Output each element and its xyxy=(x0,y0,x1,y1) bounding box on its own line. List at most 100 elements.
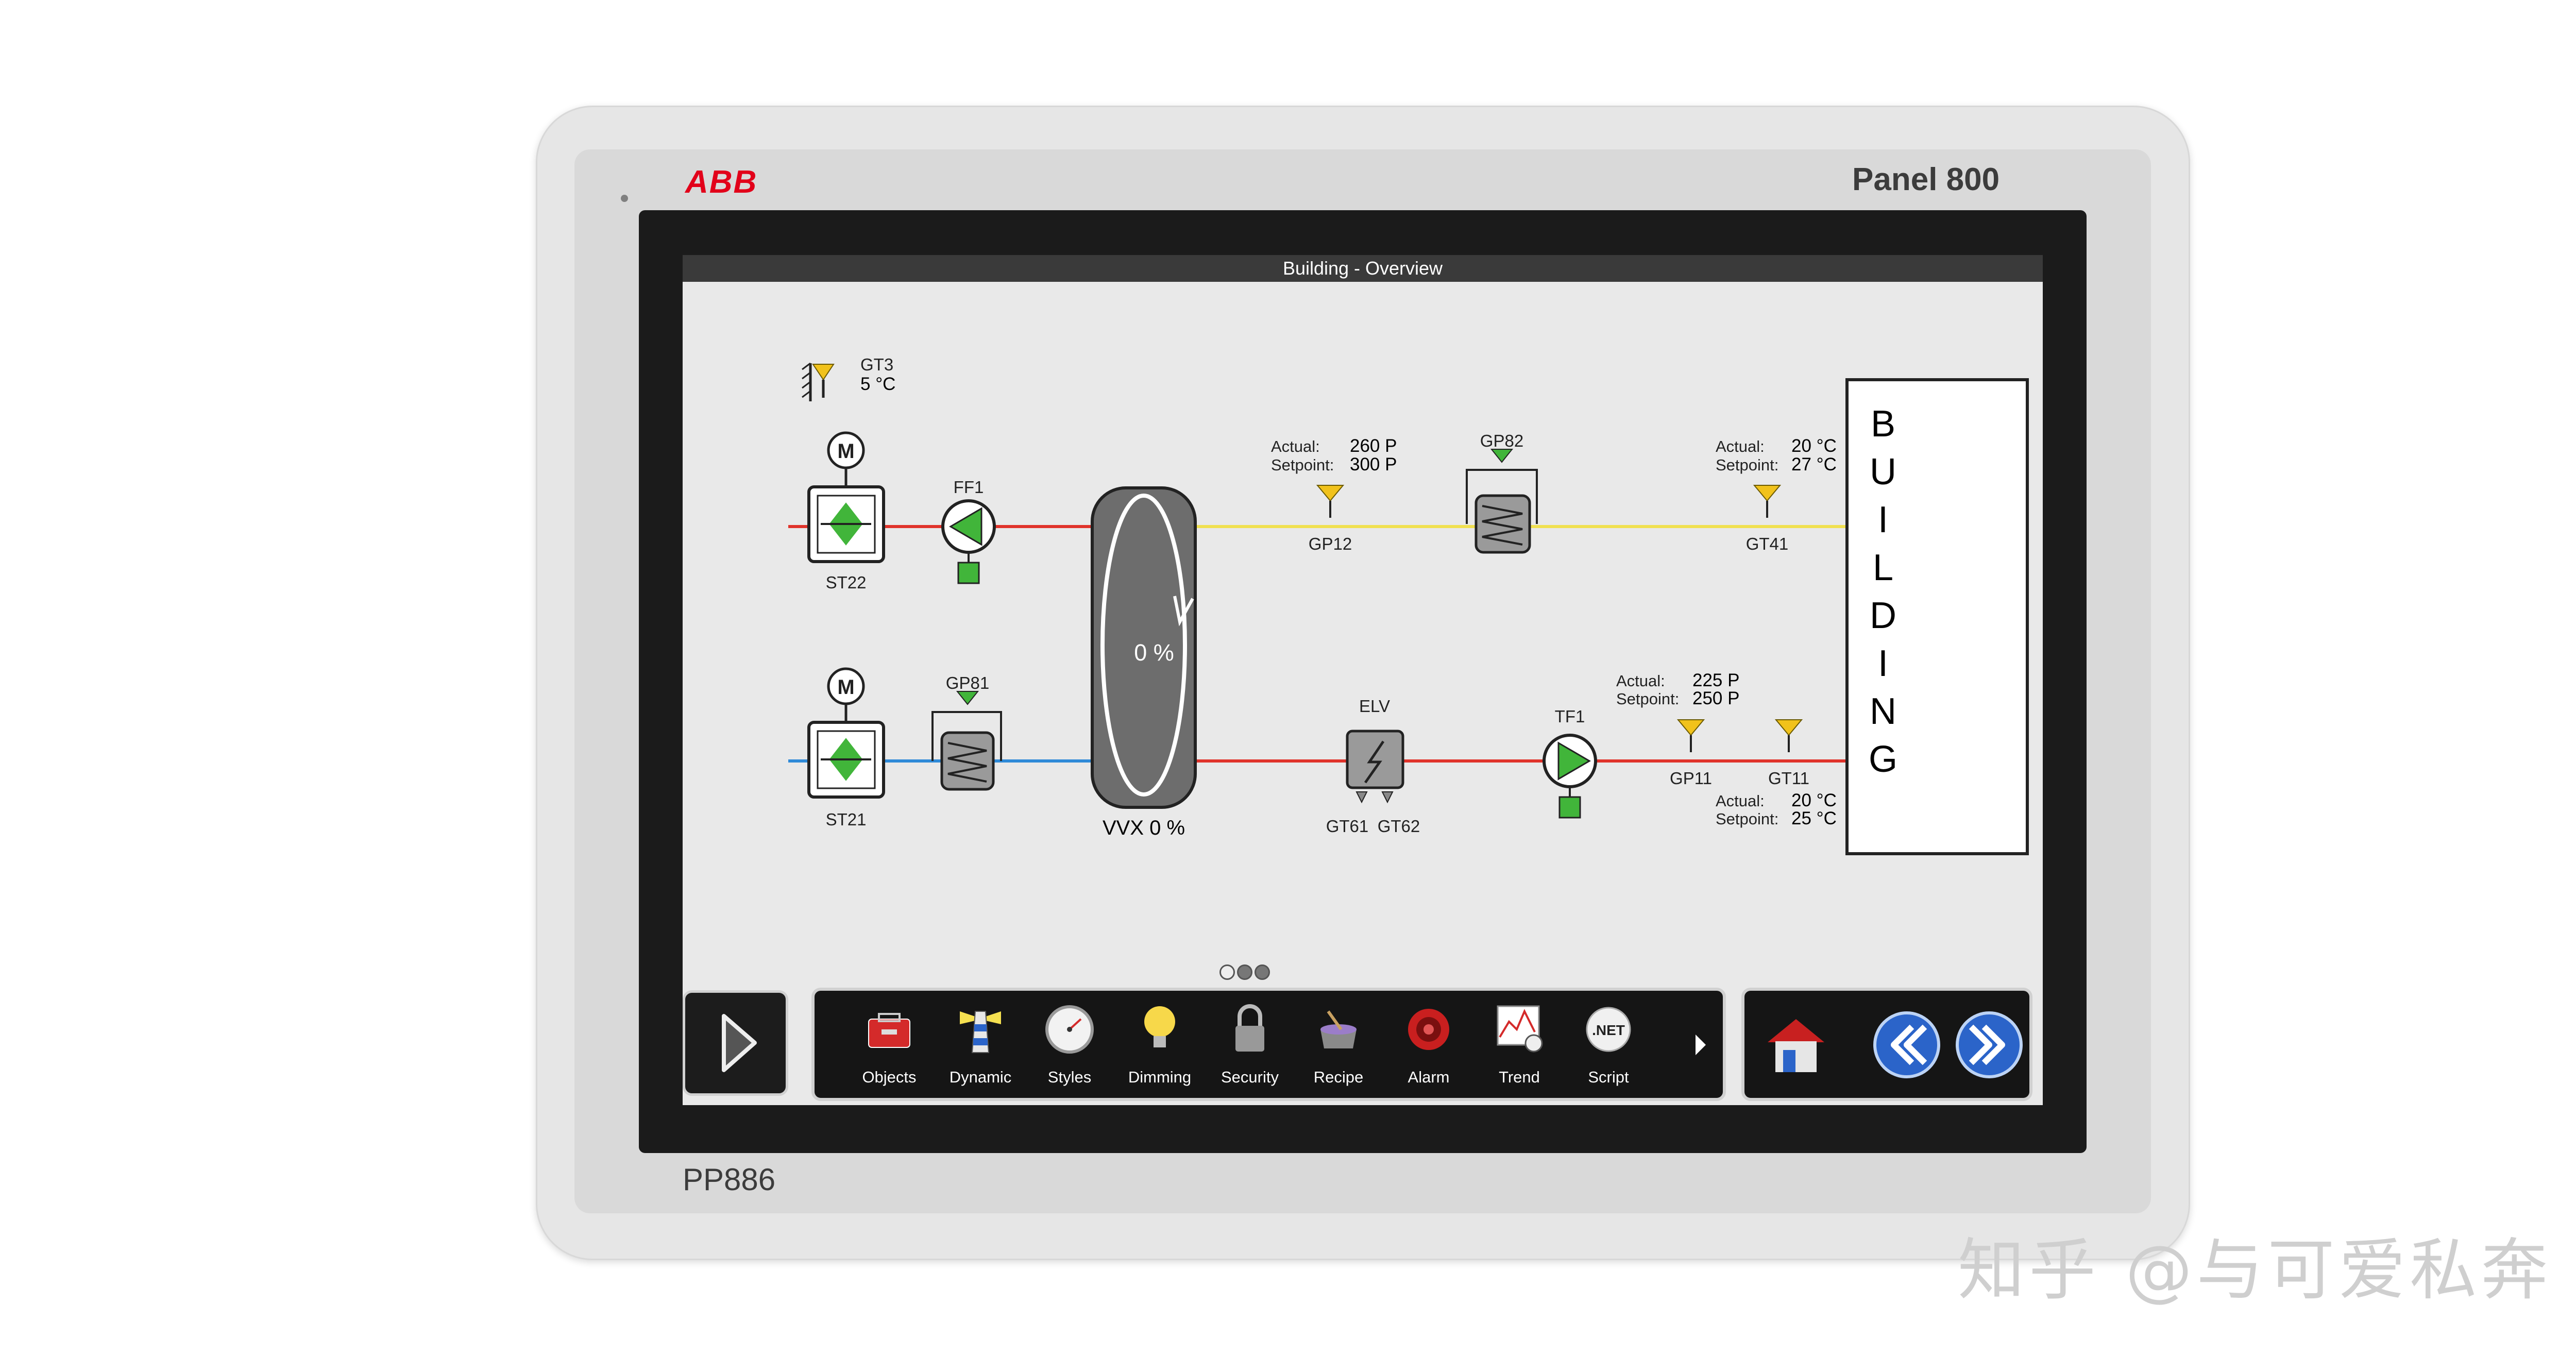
abb-logo: ABB xyxy=(685,164,758,200)
toolbar-item-label: Security xyxy=(1221,1068,1279,1086)
toolbar-item-security[interactable]: Security xyxy=(1206,996,1294,1094)
exhaust-pressure-tag: GP11 xyxy=(1670,769,1712,788)
exhaust-fan[interactable]: TF1 xyxy=(1543,707,1597,819)
heater-sensor1-tag: GT61 xyxy=(1326,817,1369,836)
outdoor-sensor-value: 5 °C xyxy=(860,374,895,394)
toolbar-item-objects[interactable]: Objects xyxy=(845,996,933,1094)
heat-exchanger[interactable]: 0 % VVX 0 % xyxy=(1091,486,1197,839)
pressure-sensor-icon xyxy=(956,691,979,705)
supply-fan-tag: FF1 xyxy=(954,478,984,497)
exhaust-temp-tag: GT11 xyxy=(1768,769,1809,788)
toolbar-more-arrow-icon[interactable] xyxy=(1690,1027,1711,1063)
setpoint-value: 27 °C xyxy=(1791,454,1837,475)
supply-temp-tag: GT41 xyxy=(1746,534,1789,553)
toolbar-item-label: Recipe xyxy=(1313,1068,1364,1086)
pressure-sensor-icon xyxy=(1490,449,1514,463)
actual-value: 260 P xyxy=(1350,436,1397,456)
lightbulb-icon xyxy=(1144,1006,1175,1047)
outdoor-temp-sensor[interactable]: GT3 5 °C xyxy=(802,355,895,401)
label: Actual: xyxy=(1716,437,1765,455)
home-icon[interactable] xyxy=(1757,1006,1835,1083)
fan-icon xyxy=(1557,741,1591,781)
supply-pressure-tag: GP12 xyxy=(1309,534,1352,553)
building-block[interactable]: B U I L D I N G xyxy=(1845,378,2029,855)
sensor-icon xyxy=(1316,485,1345,502)
sensor-icon xyxy=(1753,485,1782,502)
filter-top[interactable]: GP82 xyxy=(1466,431,1538,554)
actual-value: 20 °C xyxy=(1791,790,1837,810)
toolbar-item-label: Trend xyxy=(1499,1068,1540,1086)
heat-exchanger-value: 0 % xyxy=(1134,639,1174,666)
panel-model-label: PP886 xyxy=(683,1162,776,1197)
sensor-icon xyxy=(1774,719,1803,736)
exhaust-pressure-sensor[interactable]: Actual: Setpoint: 225 P 250 P GP11 xyxy=(1616,670,1739,788)
toolbar-item-dimming[interactable]: Dimming xyxy=(1116,996,1204,1094)
supply-temp-sensor[interactable]: Actual: Setpoint: 20 °C 27 °C GT41 xyxy=(1716,436,1837,553)
double-chevron-left-icon[interactable] xyxy=(1871,1006,1943,1083)
toolbar-item-label: Dimming xyxy=(1128,1068,1192,1086)
double-chevron-right-icon[interactable] xyxy=(1953,1006,2025,1083)
page-dot[interactable] xyxy=(1255,964,1270,980)
filter-top-tag: GP82 xyxy=(1480,431,1523,450)
toolbar-item-trend[interactable]: Trend xyxy=(1476,996,1563,1094)
toolbar-item-alarm[interactable]: Alarm xyxy=(1385,996,1472,1094)
frequency-drive-icon xyxy=(1558,796,1581,819)
frequency-drive-icon xyxy=(957,562,980,584)
setpoint-value: 25 °C xyxy=(1791,808,1837,828)
building-letter: G xyxy=(1869,739,1897,780)
electric-heater[interactable]: ELV GT61 GT62 xyxy=(1326,697,1420,836)
label: Setpoint: xyxy=(1616,690,1679,708)
toolbar-item-dynamic[interactable]: Dynamic xyxy=(937,996,1024,1094)
toolbar-item-script[interactable]: .NET Script xyxy=(1565,996,1652,1094)
motor-bottom-label: M xyxy=(837,676,854,699)
status-led xyxy=(621,195,628,202)
heater-sensor2-tag: GT62 xyxy=(1378,817,1420,836)
sensor-icon xyxy=(1676,719,1705,736)
dotnet-icon-text: .NET xyxy=(1592,1022,1625,1038)
building-letter: U xyxy=(1870,451,1896,493)
label: Actual: xyxy=(1716,792,1765,810)
page-indicator[interactable] xyxy=(1219,964,1272,983)
damper-bottom[interactable]: M ST21 xyxy=(807,667,885,829)
actual-value: 225 P xyxy=(1692,670,1739,690)
damper-top-tag: ST22 xyxy=(826,573,867,592)
filter-bottom[interactable]: GP81 xyxy=(931,673,1002,791)
page-dot-active[interactable] xyxy=(1237,964,1252,980)
main-toolbar: Objects Dynamic Styles Dimming xyxy=(811,988,1726,1101)
label: Actual: xyxy=(1616,672,1665,690)
toolbar-item-label: Script xyxy=(1588,1068,1629,1086)
setpoint-value: 300 P xyxy=(1350,454,1397,475)
toolbar-item-label: Styles xyxy=(1047,1068,1092,1086)
gauge-icon xyxy=(1045,1005,1094,1054)
toolbar-item-recipe[interactable]: Recipe xyxy=(1295,996,1382,1094)
toolbar-item-styles[interactable]: Styles xyxy=(1026,996,1113,1094)
damper-bottom-tag: ST21 xyxy=(826,810,867,829)
supply-pressure-sensor[interactable]: Actual: Setpoint: 260 P 300 P GP12 xyxy=(1271,436,1397,553)
supply-fan[interactable]: FF1 xyxy=(941,478,996,584)
panel-brand-name: Panel 800 xyxy=(1852,162,2000,197)
damper-top[interactable]: M ST22 xyxy=(807,431,885,592)
toolbox-icon xyxy=(868,1013,910,1048)
setpoint-value: 250 P xyxy=(1692,688,1739,708)
lighthouse-icon xyxy=(960,1011,1001,1053)
outdoor-sensor-tag: GT3 xyxy=(860,355,893,374)
page-dot[interactable] xyxy=(1219,964,1235,980)
exhaust-temp-sensor[interactable]: GT11 Actual: Setpoint: 20 °C 25 °C xyxy=(1716,719,1837,828)
hvac-diagram: GT3 5 °C M ST22 FF1 M xyxy=(788,355,2029,855)
motor-top-label: M xyxy=(837,440,854,463)
heat-exchanger-label: VVX 0 % xyxy=(1103,817,1185,839)
fan-icon xyxy=(949,507,982,546)
open-menu-button[interactable] xyxy=(683,990,788,1096)
filter-bottom-tag: GP81 xyxy=(946,673,989,692)
lightning-icon xyxy=(1364,740,1385,784)
watermark: 知乎 @与可爱私奔 xyxy=(1958,1231,2552,1309)
label: Setpoint: xyxy=(1716,456,1778,474)
building-letter: D xyxy=(1870,595,1896,636)
label: Setpoint: xyxy=(1271,456,1334,474)
padlock-icon xyxy=(1235,1004,1264,1052)
dotnet-icon: .NET xyxy=(1586,1007,1631,1052)
exhaust-fan-tag: TF1 xyxy=(1555,707,1585,726)
toolbar-item-label: Objects xyxy=(862,1068,917,1086)
building-letter: I xyxy=(1878,499,1888,540)
cauldron-icon xyxy=(1320,1010,1357,1048)
